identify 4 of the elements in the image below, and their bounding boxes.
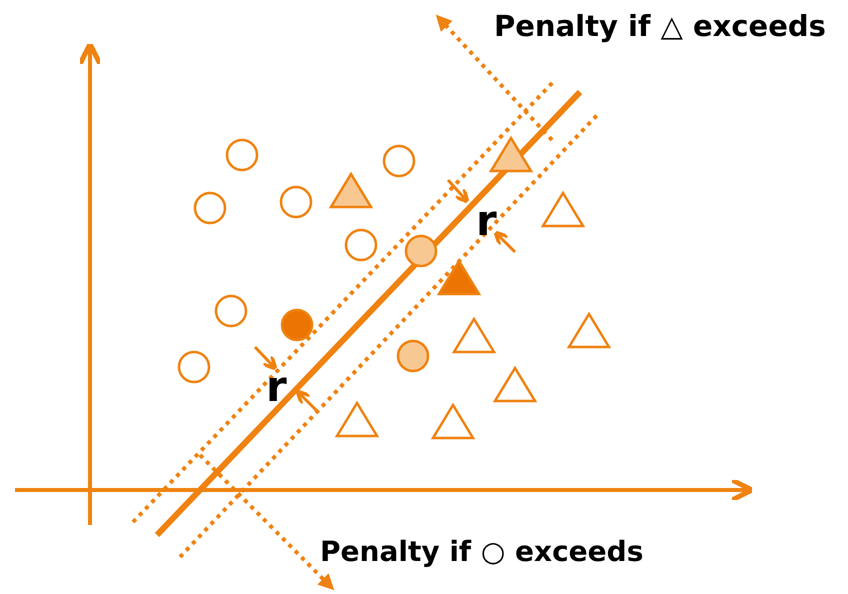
penalty-note: Penalty if △ exceeds [494, 12, 826, 41]
margin-label: r [476, 200, 497, 242]
margin-label: r [266, 366, 287, 408]
penalty-note: Penalty if ○ exceeds [320, 538, 644, 566]
